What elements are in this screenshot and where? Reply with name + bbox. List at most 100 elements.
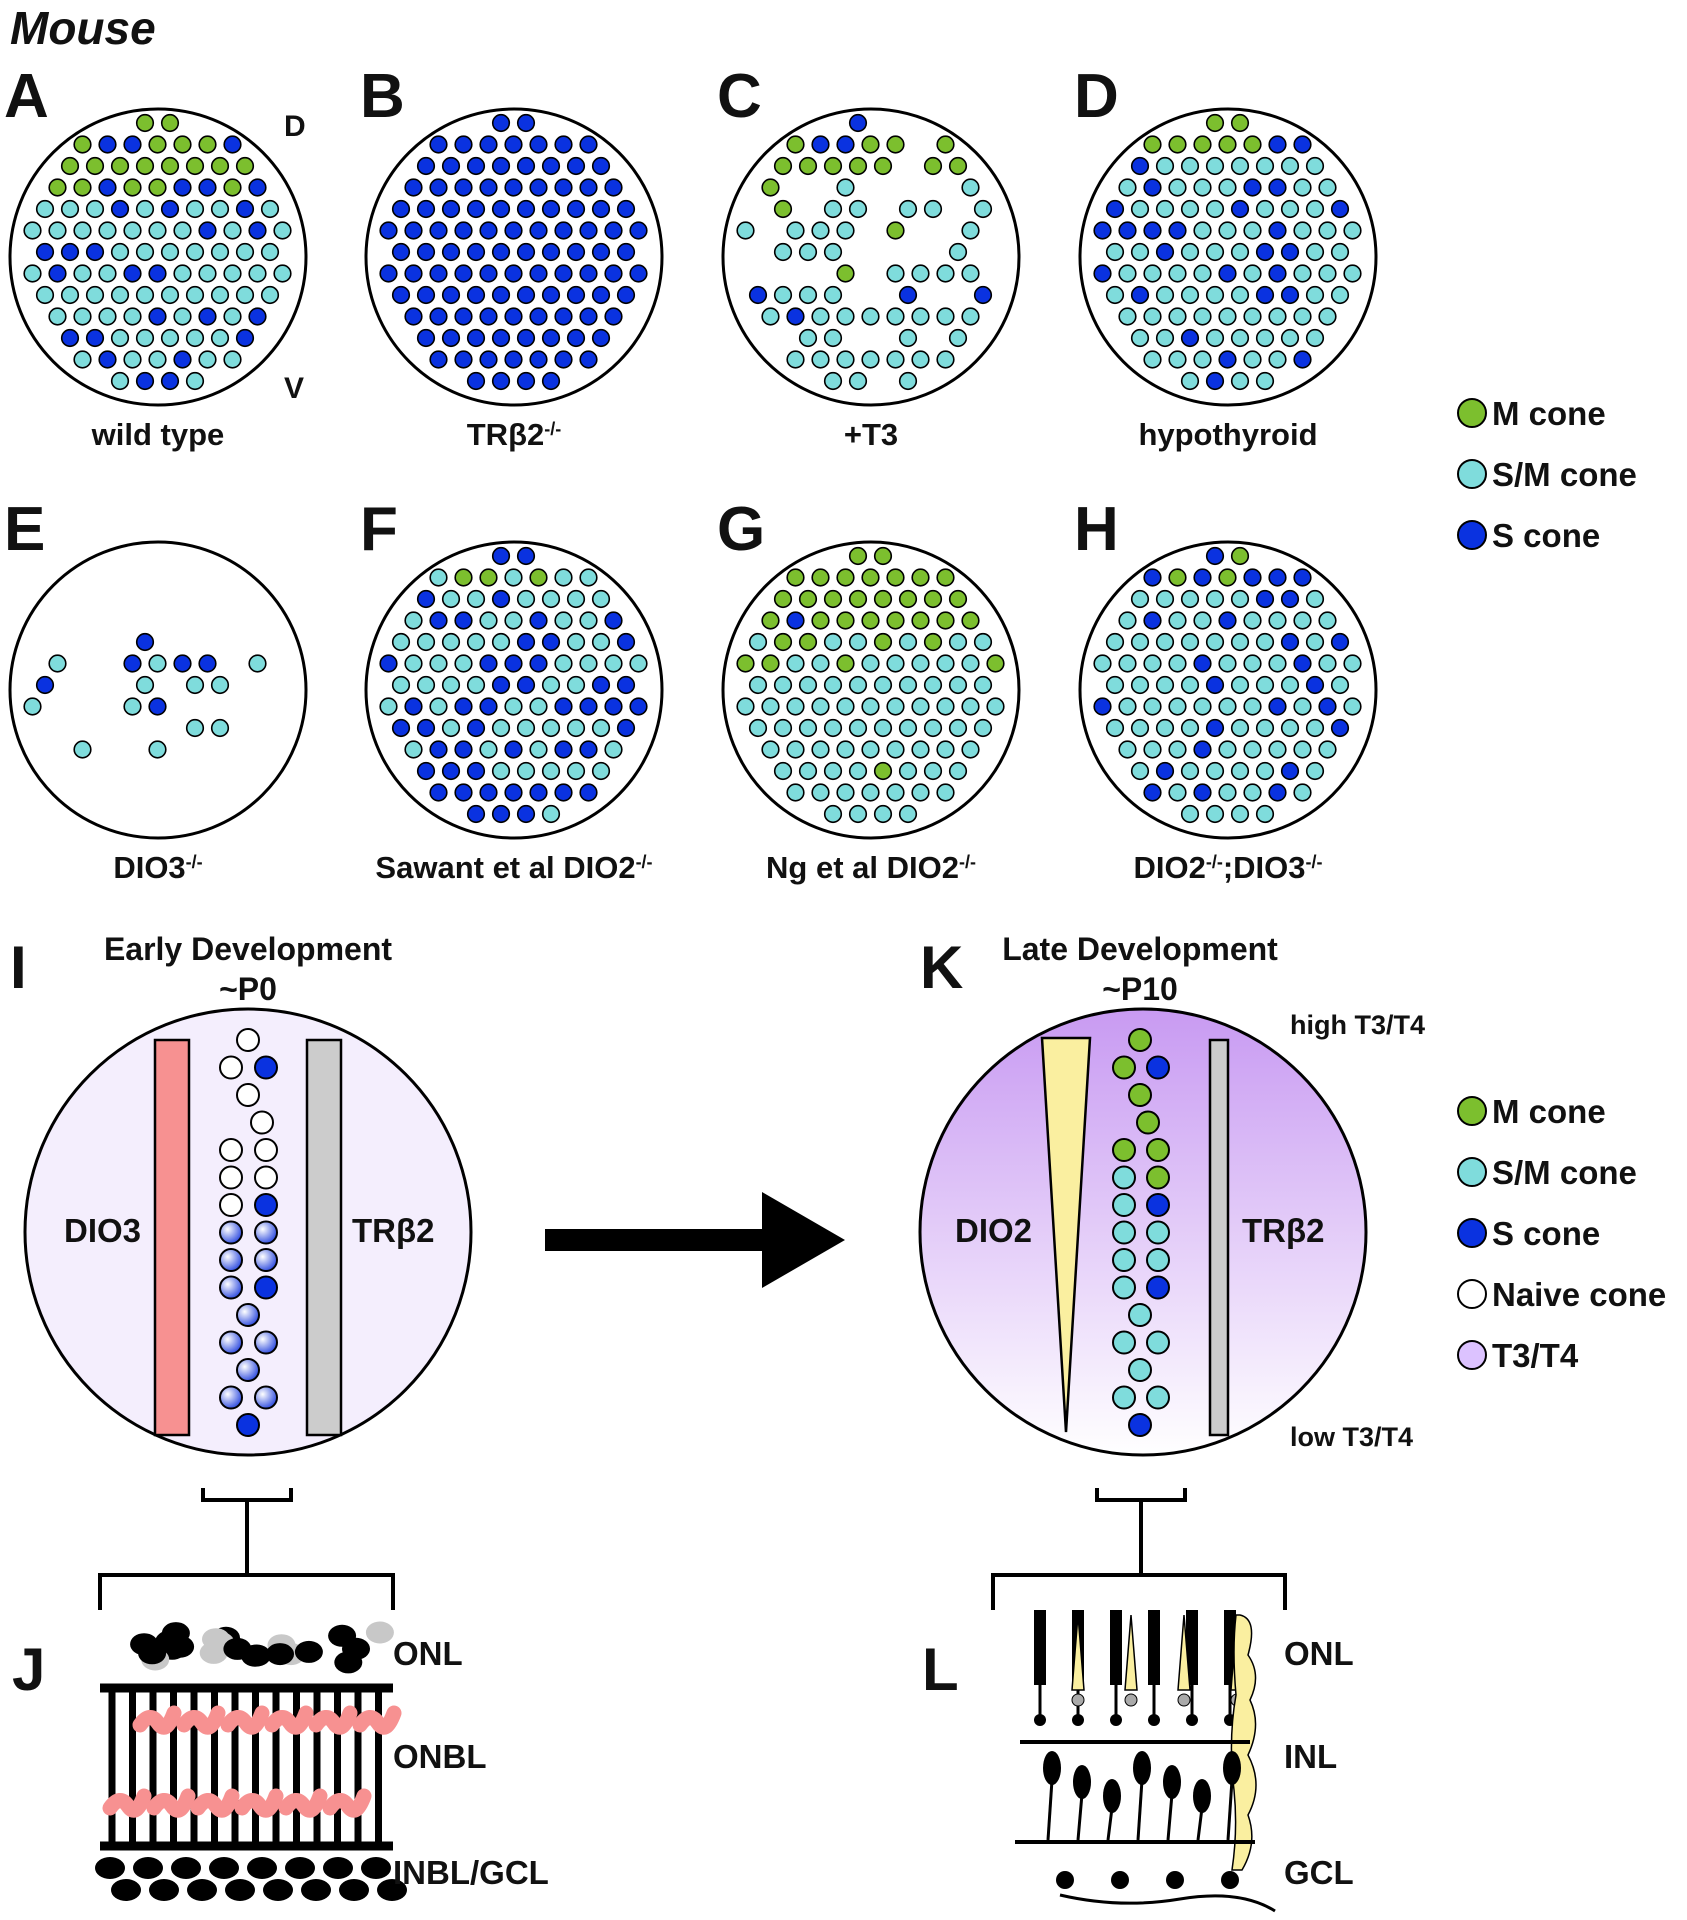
cone-s-F [504,783,523,802]
caption-sup: -/- [1206,852,1223,872]
cone-s-F [454,697,473,716]
cone-s-A [85,328,105,348]
cone-sm-H [1230,718,1250,738]
cone-sm-H [1255,632,1275,652]
cone-s-B [579,350,598,369]
cone-sm-D [1168,178,1187,197]
cone-sm-F [429,568,448,587]
cone-sm-H [1130,718,1150,738]
cone-s-H [1155,761,1175,781]
cone-s-D [1205,371,1225,391]
progenitor-cell [294,1640,323,1663]
cone-sm-G [861,654,880,673]
cone-sm-D [1218,221,1237,240]
cone-m [1112,1055,1136,1080]
cone-sm-F [591,718,611,738]
cone-sm-A [185,328,205,348]
cone-sm-H [1168,697,1187,716]
cone-sm-A [210,242,230,262]
cone-sm-G [848,632,868,652]
cone-s-A [248,307,267,326]
photoreceptor-terminal [1110,1714,1122,1726]
cone-sm-D [1218,307,1237,326]
cone-sm-H [1318,611,1337,630]
cone-sm-F [391,675,411,695]
cone-s-B [429,350,448,369]
cone-s-H [1268,697,1287,716]
cone-m-A [73,135,92,154]
cone-sm-A [273,264,292,283]
cone-sm-D [1305,328,1325,348]
cone-sm-G [936,654,955,673]
photoreceptor-terminal [1186,1714,1198,1726]
cone-m-G [911,568,930,587]
cone-sm-F [466,675,486,695]
progenitor-cell [266,1643,294,1666]
cone-sm-D [1130,242,1150,262]
cone-sm-C [823,199,843,219]
cone-sm-F [404,611,423,630]
caption-text-2: ;DIO3 [1223,850,1306,885]
cone-s-C [748,285,768,305]
naive-cone [250,1110,274,1135]
panel-letter-F: F [360,495,398,564]
cone-sm-F [491,632,511,652]
cone-sm-G [786,654,805,673]
cone-m-C [886,135,905,154]
cone-m-G [848,589,868,609]
cone-sm-A [48,307,67,326]
cone-m-G [873,546,893,566]
cone-s-B [554,221,573,240]
cone-s-B [454,350,473,369]
cone-sm-H [1230,761,1250,781]
bipolar-cell [1163,1765,1181,1799]
cone-s-B [504,264,523,283]
cone-sm-F [541,589,561,609]
cone-sm-D [1330,285,1350,305]
cone-sm-G [823,718,843,738]
photoreceptor-outer-segment [1034,1610,1046,1685]
cone-sm-F [516,718,536,738]
cone-sm-F [391,632,411,652]
cone-sm-D [1343,221,1362,240]
cone-s-F [616,632,636,652]
cone-m-F [529,568,548,587]
cone-sm-G [761,697,780,716]
cone-m-A [185,156,205,176]
cone-sm-D [1305,199,1325,219]
cone-s-F [454,783,473,802]
cone-sm-C [961,221,980,240]
cone-sm-G [861,783,880,802]
bipolar-cell [1193,1779,1211,1813]
cone-m-D [1230,113,1250,133]
retina-disc-C [721,107,1021,407]
ganglion-cell [171,1857,201,1879]
cone-s-H [1193,568,1212,587]
cone-s-B [491,156,511,176]
bipolar-cell [1133,1751,1151,1785]
cone-sm-G [798,675,818,695]
cone-s-F [429,740,448,759]
bipolar-axon [1196,1807,1204,1841]
cone-sm-F [466,632,486,652]
cone-s-A [198,221,217,240]
cone-sm-D [1205,285,1225,305]
cone-s-B [466,242,486,262]
naive-cone [236,1028,260,1052]
cone-sm-E [73,740,92,759]
naive-cone [219,1138,243,1162]
cone-m-G [936,611,955,630]
cone-s-B [404,264,423,283]
cone-sm-D [1218,178,1237,197]
cone-m-G [873,632,893,652]
cone-sm-D [1243,264,1262,283]
ganglion-cell [187,1879,217,1901]
cone-sm-A [110,328,130,348]
trb2-label-early-text: TRβ2 [352,1212,434,1249]
cone-sm-G [836,697,855,716]
cone-sm-A [260,242,280,262]
cone-s-B [429,178,448,197]
cone-sm-A [73,264,92,283]
cone-s-C [786,307,805,326]
